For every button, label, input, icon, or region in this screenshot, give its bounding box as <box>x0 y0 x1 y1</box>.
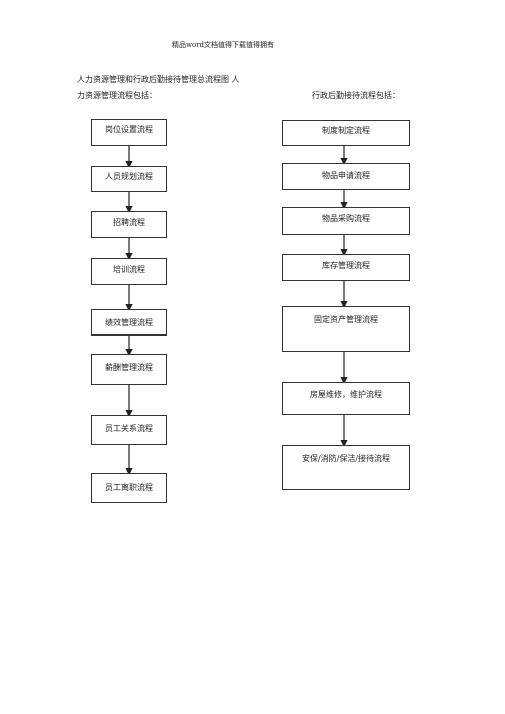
hr-step-employee-relations: 员工关系流程 <box>91 415 167 445</box>
hr-step-compensation: 薪酬管理流程 <box>91 354 167 385</box>
hr-step-performance: 绩效管理流程 <box>91 309 167 336</box>
hr-step-staff-planning: 人员规划流程 <box>91 166 167 192</box>
admin-step-fixed-assets: 固定资产管理流程 <box>282 306 410 352</box>
admin-step-label: 安保/消防/保洁/接待流程 <box>301 454 391 463</box>
admin-step-label: 物品申请流程 <box>322 171 370 180</box>
hr-step-recruitment: 招聘流程 <box>91 211 167 238</box>
hr-step-resignation: 员工离职流程 <box>91 473 167 503</box>
admin-step-inventory: 库存管理流程 <box>282 254 410 281</box>
hr-step-label: 绩效管理流程 <box>105 318 153 327</box>
admin-step-item-purchase: 物品采购流程 <box>282 207 410 235</box>
hr-step-label: 薪酬管理流程 <box>105 363 153 372</box>
admin-step-security-reception: 安保/消防/保洁/接待流程 <box>282 445 410 490</box>
page-header: 精品word文档值得下载值得拥有 <box>172 41 275 49</box>
hr-step-training: 培训流程 <box>91 258 167 285</box>
intro-line-2: 力资源管理流程包括： <box>77 91 157 100</box>
admin-step-policy-making: 制度制定流程 <box>282 120 410 146</box>
admin-step-label: 物品采购流程 <box>322 214 370 223</box>
intro-line-1: 人力资源管理和行政后勤接待管理总流程图 人 <box>77 75 240 84</box>
admin-step-building-repair: 房屋维修，维护流程 <box>282 382 410 415</box>
hr-step-label: 岗位设置流程 <box>105 125 153 134</box>
hr-step-label: 员工离职流程 <box>105 483 153 492</box>
admin-step-item-request: 物品申请流程 <box>282 163 410 190</box>
admin-step-label: 库存管理流程 <box>322 261 370 270</box>
admin-step-label: 固定资产管理流程 <box>314 315 378 324</box>
hr-step-label: 人员规划流程 <box>105 172 153 181</box>
hr-step-label: 招聘流程 <box>113 218 145 227</box>
right-heading: 行政后勤接待流程包括： <box>312 91 400 100</box>
hr-step-label: 员工关系流程 <box>105 424 153 433</box>
admin-step-label: 制度制定流程 <box>322 126 370 135</box>
admin-step-label: 房屋维修，维护流程 <box>310 390 382 399</box>
hr-step-label: 培训流程 <box>113 265 145 274</box>
hr-step-position-setting: 岗位设置流程 <box>91 119 167 146</box>
